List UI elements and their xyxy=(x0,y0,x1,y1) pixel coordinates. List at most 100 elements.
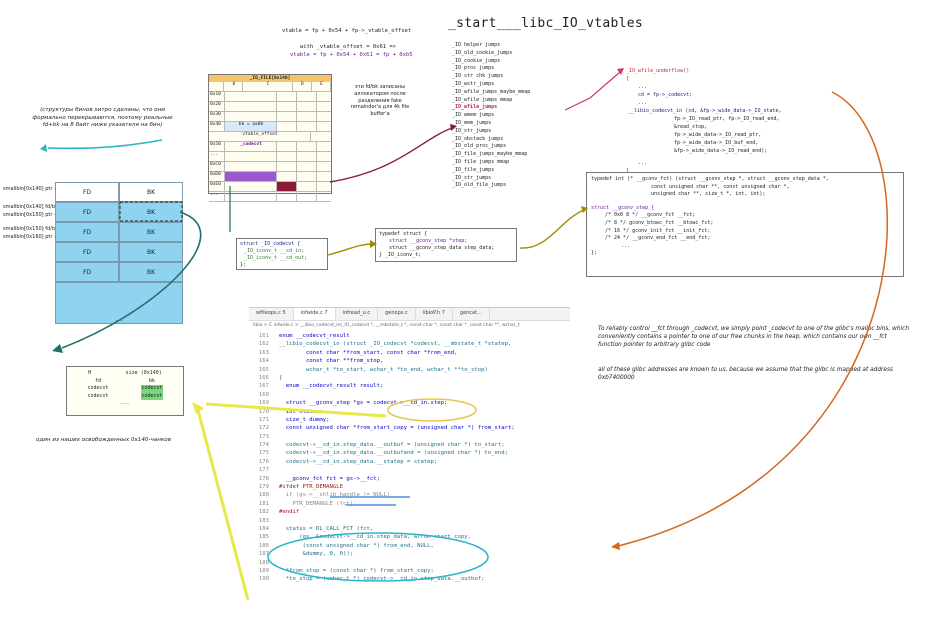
code-line: 188 xyxy=(249,559,570,567)
io-file-cell xyxy=(297,112,317,121)
code-line: 182#endif xyxy=(249,508,570,516)
io-file-cell xyxy=(277,102,297,111)
editor-tab[interactable]: iofread_u.c xyxy=(336,308,379,320)
vtable-list-item: _IO_cookie_jumps xyxy=(452,57,501,64)
line-number: 190 xyxy=(258,576,269,583)
line-number: 167 xyxy=(258,383,269,390)
line-number: 166 xyxy=(258,374,269,381)
io-file-row: 0xC0 xyxy=(209,162,331,172)
bin-cell-bk: BK xyxy=(119,202,183,222)
io-file-row: 0x20 xyxy=(209,102,331,112)
code-line: 181 PTR_DEMANGLE (fct); xyxy=(249,500,570,508)
orange-arrowhead xyxy=(611,542,620,550)
line-number: 178 xyxy=(258,475,269,482)
underflow-ellipsis-1: ... xyxy=(638,84,648,90)
chunk-codecvt-1: codecvt xyxy=(87,385,109,392)
line-number: 187 xyxy=(258,551,269,558)
bin-label: smallbin[0x150] fd/bk xyxy=(3,226,58,232)
editor-tab[interactable]: gencat... xyxy=(453,308,490,320)
editor-tab[interactable]: libioP.h 7 xyxy=(416,308,453,320)
line-text: const char **from_stop, xyxy=(279,358,384,365)
chunk-note: один из наших освобожденных 0x140-чанков xyxy=(36,437,171,443)
io-file-offset: 0xE0 xyxy=(209,182,225,191)
io-file-title: _IO_FILE[0x140] xyxy=(209,75,331,82)
io-file-offset: 0x30 xyxy=(209,112,225,121)
bin-cell-fd: FD xyxy=(55,202,119,222)
gconv-field-end: /* 24 */ __gconv_end_fct __end_fct; xyxy=(605,235,711,242)
io-file-cell xyxy=(225,182,277,191)
io-file-col: C xyxy=(243,82,293,91)
vtable-list-item: _IO file jumps mmap xyxy=(452,158,510,165)
io-file-cell xyxy=(297,152,317,161)
code-line: 187 &dummy, 0, 0)); xyxy=(249,550,570,558)
code-line: 171 size_t dummy; xyxy=(249,416,570,424)
vtable-list-item: _IO_str_jumps xyxy=(452,174,492,181)
io-file-cell: _codecvt xyxy=(225,142,277,151)
chunk-header-h: H xyxy=(88,370,92,376)
vtable-list-item: _IO helper jumps xyxy=(452,42,501,48)
olive-arrow-1 xyxy=(327,243,374,256)
vtable-list-item: _IO str chk jumps xyxy=(452,73,504,80)
line-text: &dummy, 0, 0)); xyxy=(279,551,354,558)
io-file-row: 0xD0 xyxy=(209,172,331,182)
line-number: 182 xyxy=(258,509,269,516)
io-file-offset: 0x20 xyxy=(209,102,225,111)
io-file-offset: 0x10 xyxy=(209,92,225,101)
io-file-row: 0x50_codecvt xyxy=(209,142,331,152)
underflow-arg-2: &read_stop, xyxy=(674,124,708,130)
iconv-field-step-data: struct __gconv_step_data step_data; xyxy=(389,245,495,251)
line-text: enum __codecvt_result xyxy=(279,333,350,339)
io-file-col: 0 xyxy=(224,82,244,91)
io-file-vtable-note: vtable_offset xyxy=(209,132,331,142)
bin-label: smallbin[0x140] fd/bk xyxy=(3,204,58,210)
line-text: status = DL_CALL_FCT (fct, xyxy=(279,525,374,532)
vtable-formula-3: vtable = fp + 0x54 + 0x61 = fp + 0xb5 xyxy=(290,52,413,58)
bin-label: smallbin[0x160] ptr -> xyxy=(3,234,60,240)
io-file-row: 0xE0 xyxy=(209,182,331,192)
breadcrumb: libio > C iofwide.c > __libio_codecvt_in… xyxy=(253,323,520,328)
code-line: 170 int status; xyxy=(249,408,570,416)
underflow-ellipsis-3: ... xyxy=(638,160,648,166)
code-line: 183 xyxy=(249,517,570,525)
chunk-fd: fd xyxy=(94,377,102,384)
io-file-cell: bk = ax0b xyxy=(225,122,277,131)
vtable-list-item: _IO_file_jumps_maybe_mmap xyxy=(452,151,528,158)
io-file-offset: 0xD0 xyxy=(209,172,225,181)
codecvt-struct-close: }; xyxy=(240,262,247,268)
vtable-list-item: _IO_str_jumps xyxy=(452,127,492,134)
gconv-field-fct: /* 0x0 8 */ __gconv_fct __fct; xyxy=(605,212,696,219)
line-number: 183 xyxy=(258,517,269,524)
io-file-cell xyxy=(297,142,317,151)
io-file-cell xyxy=(225,92,277,101)
io-file-row: ... xyxy=(209,152,331,162)
line-number: 184 xyxy=(258,525,269,532)
explanation-p1: To reliably control __fct through _codec… xyxy=(598,326,909,348)
line-number: 180 xyxy=(258,492,269,499)
codecvt-struct-open: struct _IO_codecvt { xyxy=(240,241,301,247)
code-line: 167 enum __codecvt_result result; xyxy=(249,382,570,390)
io-file-cell xyxy=(277,122,297,131)
code-line: 186 (const unsigned char *) from_end, NU… xyxy=(249,542,570,550)
gconv-field-btowc: /* 8 */ gconv_btowc_fct __btowc_fct; xyxy=(605,219,714,226)
line-text: struct __gconv_step *gs = codecvt->__cd_… xyxy=(279,400,448,407)
io-file-offset: 0x40 xyxy=(209,122,225,131)
line-number: 173 xyxy=(258,433,269,440)
line-number: 176 xyxy=(258,458,269,465)
vtable-list-item: _IO_wfile jumps mmap xyxy=(452,96,513,103)
editor-tab[interactable]: wfileops.c 5 xyxy=(249,308,294,320)
io-file-cell xyxy=(277,152,297,161)
iconv-struct-close: } _IO_iconv_t; xyxy=(379,252,422,258)
editor-tab[interactable]: genops.c xyxy=(378,308,416,320)
bin-cell-bk: BK xyxy=(119,222,183,242)
line-number: 161 xyxy=(258,333,269,339)
editor-tab[interactable]: iofwide.c 7 xyxy=(293,308,336,320)
io-file-cell xyxy=(277,92,297,101)
vtable-list-item: _IO_file_jumps xyxy=(452,166,495,173)
io-file-cell xyxy=(225,172,277,181)
